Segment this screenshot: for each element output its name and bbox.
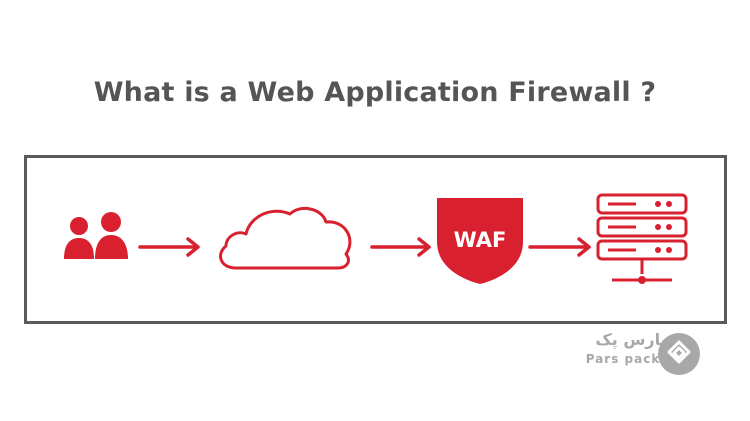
- diagram-title: What is a Web Application Firewall ?: [93, 77, 657, 108]
- waf-label: WAF: [454, 228, 507, 252]
- brand-name-en: Pars pack: [585, 352, 661, 366]
- server-indicator-lights: [638, 201, 672, 284]
- flow-arrow-cloud-to-waf: [370, 237, 431, 257]
- waf-shield-icon: WAF: [437, 198, 523, 284]
- flow-arrow-waf-to-server: [528, 237, 591, 257]
- diagram-frame: [24, 155, 727, 324]
- users-icon: [64, 212, 128, 259]
- brand-name-fa: پارس پک: [595, 330, 667, 349]
- server-rack-icon: [596, 193, 688, 282]
- parspack-watermark: پارس پک Pars pack: [555, 330, 715, 380]
- parspack-logo-icon: [658, 333, 700, 375]
- flow-arrow-users-to-cloud: [138, 237, 200, 257]
- cloud-icon: [219, 206, 352, 270]
